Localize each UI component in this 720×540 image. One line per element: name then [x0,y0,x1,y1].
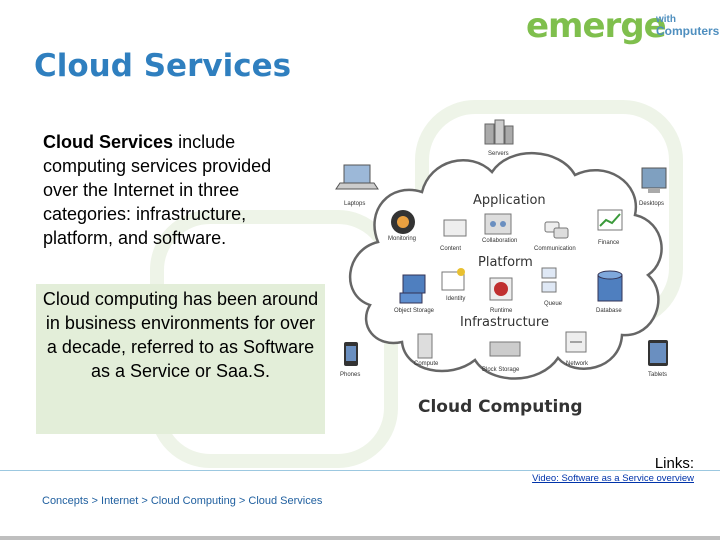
infrastructure-layer-label: Infrastructure [460,315,549,330]
object-storage-label: Object Storage [394,308,435,314]
desktops-label: Desktops [639,201,664,207]
breadcrumb: Concepts > Internet > Cloud Computing > … [42,495,323,507]
runtime-icon [489,277,513,301]
runtime-label: Runtime [490,308,513,314]
laptop-icon [335,164,379,190]
block-storage-label: Block Storage [482,367,520,373]
logo-computers: Computers [656,24,720,38]
phone-icon [344,342,358,366]
database-icon [597,270,623,302]
tablet-icon [648,340,668,366]
tablets-label: Tablets [648,372,667,378]
monitoring-icon [391,210,415,234]
intro-bold-term: Cloud Services [43,132,174,152]
diagram-title: Cloud Computing [418,397,583,417]
intro-text: include computing services provided over… [43,132,272,248]
links-label: Links: [654,455,694,472]
page-title: Cloud Services [34,48,292,84]
application-layer-label: Application [473,193,546,208]
communication-label: Communication [534,246,576,252]
queue-label: Queue [544,301,563,307]
video-link[interactable]: Video: Software as a Service overview [532,473,694,484]
collaboration-icon [484,213,512,235]
cloud-computing-diagram: Servers Laptops Desktops Application Mon… [335,119,668,417]
network-icon [565,331,587,353]
communication-icon [544,221,569,239]
content-label: Content [440,246,461,252]
finance-label: Finance [598,240,620,246]
identity-icon [441,268,465,291]
platform-layer-label: Platform [478,255,533,270]
content-icon [443,219,467,237]
compute-icon [417,333,433,359]
logo-with: with [656,14,676,25]
servers-icon [484,119,514,145]
finance-icon [597,209,623,231]
identity-label: Identity [446,296,465,302]
servers-label: Servers [488,151,509,157]
logo-wordmark: emerge [526,6,667,46]
database-label: Database [596,308,622,314]
object-storage-icon [399,274,426,304]
callout-box: Cloud computing has been around in busin… [36,284,325,434]
laptops-label: Laptops [344,201,365,207]
compute-label: Compute [414,361,439,367]
collaboration-label: Collaboration [482,238,517,244]
phones-label: Phones [340,372,360,378]
bottom-bar [0,536,720,540]
cloud-shape [348,151,663,380]
intro-paragraph: Cloud Services include computing service… [43,130,308,250]
callout-text: Cloud computing has been around in busin… [42,289,319,381]
footer-divider [0,470,720,471]
monitoring-label: Monitoring [388,236,416,242]
block-storage-icon [489,341,521,357]
desktop-icon [641,167,667,193]
network-label: Network [566,361,589,367]
queue-icon [541,267,557,293]
